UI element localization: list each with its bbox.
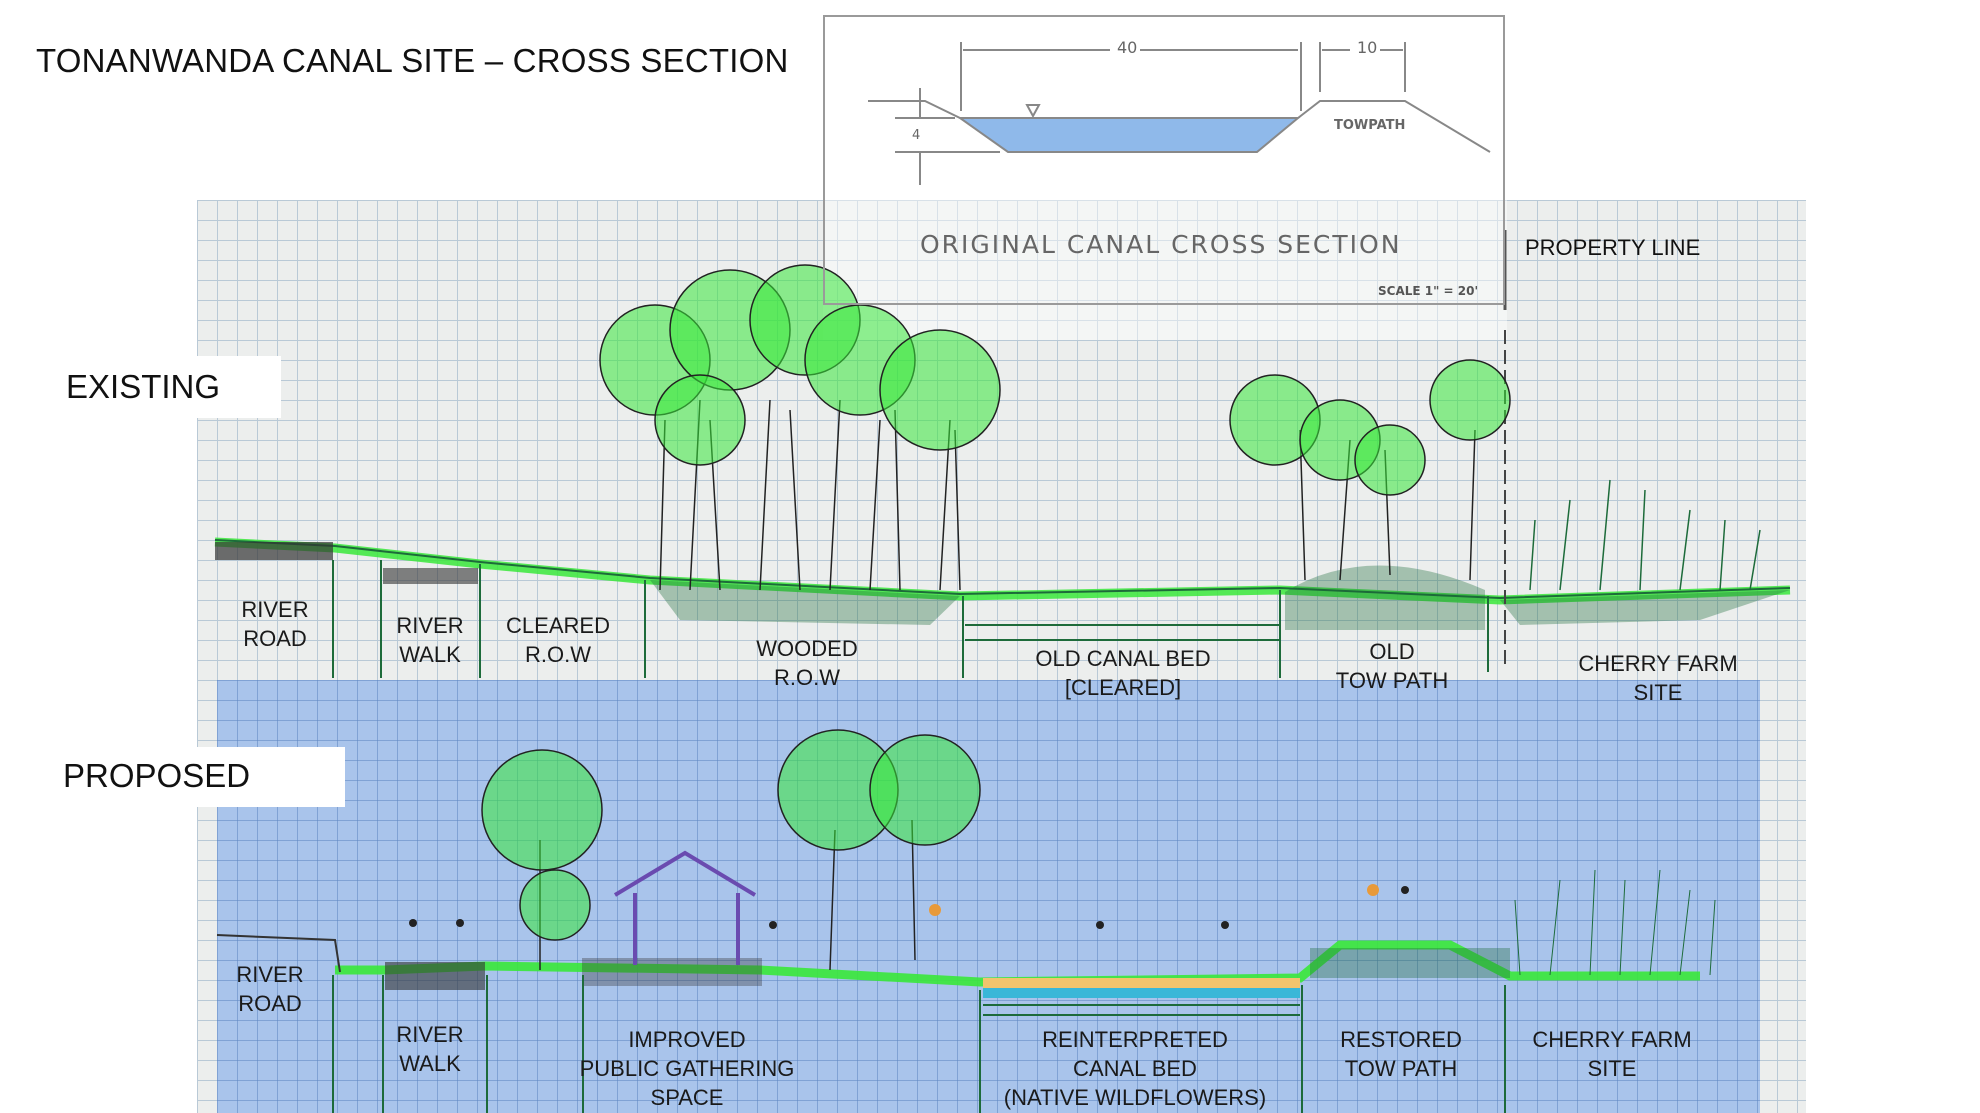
zone-line: IMPROVED [628, 1027, 746, 1052]
original-canal-diagram [868, 42, 1507, 310]
proposed-zone-label: REINTERPRETED CANAL BED (NATIVE WILDFLOWER… [1004, 1025, 1266, 1112]
zone-line: OLD [1369, 639, 1415, 664]
zone-line: SITE [1587, 1056, 1637, 1081]
existing-zone-label: WOODED R.O.W [756, 634, 857, 692]
existing-zone-label: CLEARED R.O.W [506, 611, 610, 669]
property-line-label: PROPERTY LINE [1525, 235, 1701, 260]
inset-frame [823, 15, 1505, 305]
pavilion [613, 850, 757, 965]
existing-zone-label: RIVER ROAD [241, 595, 308, 653]
proposed-tag-text: PROPOSED [63, 757, 251, 794]
dimension-towpath-width: 10 [1357, 38, 1378, 57]
proposed-zone-label: RIVER WALK [396, 1020, 463, 1078]
existing-tag: EXISTING [0, 356, 281, 418]
proposed-zone-label: IMPROVED PUBLIC GATHERING SPACE [580, 1025, 795, 1112]
zone-line: RESTORED [1340, 1027, 1462, 1052]
dimension-depth: 4 [912, 128, 921, 143]
inset-towpath-label: TOWPATH [1334, 118, 1406, 133]
people-figures [409, 884, 1409, 929]
zone-line: SITE [1633, 680, 1683, 705]
existing-trees [599, 264, 1761, 591]
zone-line: (NATIVE WILDFLOWERS) [1003, 1085, 1267, 1110]
zone-line: REINTERPRETED [1042, 1027, 1228, 1052]
zone-line: RIVER [396, 613, 464, 638]
proposed-zone-label: RESTORED TOW PATH [1340, 1025, 1462, 1083]
zone-line: ROAD [238, 991, 302, 1016]
proposed-tag: PROPOSED [0, 747, 345, 807]
existing-zone-label: OLD TOW PATH [1336, 637, 1448, 695]
zone-line: TOW PATH [1344, 1056, 1458, 1081]
existing-tag-text: EXISTING [66, 368, 221, 405]
zone-line: PUBLIC GATHERING [579, 1056, 795, 1081]
existing-zone-label: OLD CANAL BED [CLEARED] [1035, 644, 1210, 702]
zone-line: ROAD [243, 626, 307, 651]
zone-line: TOW PATH [1335, 668, 1449, 693]
grasses [1514, 869, 1716, 976]
page-title: TONANWANDA CANAL SITE – CROSS SECTION [36, 42, 789, 79]
proposed-trees [481, 729, 981, 971]
existing-zone-label: RIVER WALK [396, 611, 463, 669]
proposed-zone-label: RIVER ROAD [236, 960, 303, 1018]
zone-line: R.O.W [773, 665, 840, 690]
inset-fade [823, 200, 1507, 340]
existing-zone-label: CHERRY FARM SITE [1578, 649, 1737, 707]
zone-line: CHERRY FARM [1532, 1027, 1692, 1052]
zone-line: RIVER [396, 1022, 464, 1047]
zone-line: R.O.W [524, 642, 591, 667]
zone-line: WALK [399, 1051, 461, 1076]
zone-line: CLEARED [506, 613, 610, 638]
zone-line: RIVER [241, 597, 309, 622]
zone-line: WALK [399, 642, 461, 667]
proposed-overlay [217, 680, 1760, 1113]
proposed-zone-label: CHERRY FARM SITE [1532, 1025, 1691, 1083]
zone-line: WOODED [756, 636, 858, 661]
existing-ground [214, 330, 1791, 678]
dimension-canal-width: 40 [1117, 38, 1138, 57]
zone-line: CHERRY FARM [1578, 651, 1738, 676]
zone-line: SPACE [650, 1085, 724, 1110]
zone-line: RIVER [236, 962, 304, 987]
inset-title: ORIGINAL CANAL CROSS SECTION [920, 230, 1402, 259]
inset-scale: SCALE 1" = 20' [1378, 284, 1479, 298]
zone-line: CANAL BED [1073, 1056, 1197, 1081]
proposed-ground [216, 934, 1700, 1113]
zone-line: [CLEARED] [1064, 675, 1182, 700]
zone-line: OLD CANAL BED [1035, 646, 1211, 671]
